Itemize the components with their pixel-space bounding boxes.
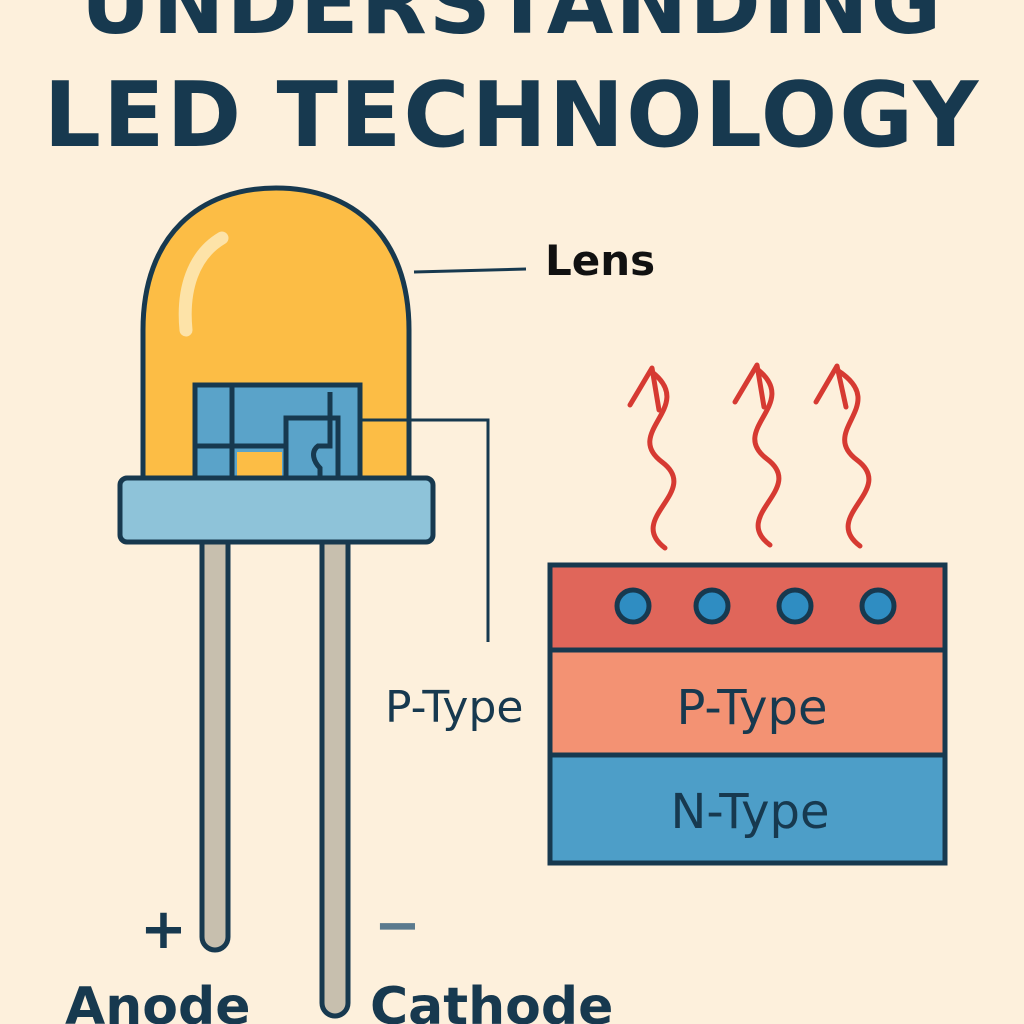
- emission-arrowhead-1-icon: [627, 365, 662, 413]
- carrier-dot: [693, 587, 731, 625]
- led-component: [117, 185, 436, 1019]
- anode-lead: [199, 517, 231, 953]
- carrier-dot: [859, 587, 897, 625]
- emission-arrowhead-2-icon: [732, 362, 767, 410]
- lens-label: Lens: [545, 236, 655, 285]
- cathode-sign: −: [374, 893, 421, 958]
- carrier-dot: [776, 587, 814, 625]
- lens-highlight: [178, 231, 229, 337]
- p-type-callout-label: P-Type: [385, 682, 523, 733]
- junction-n-layer: [547, 752, 948, 866]
- emission-wave-3-icon: [834, 367, 872, 549]
- anode-label: Anode: [65, 977, 250, 1024]
- emission-wave-2-icon: [752, 366, 782, 548]
- title-line-2: LED TECHNOLOGY: [43, 63, 981, 168]
- emission-wave-1-icon: [647, 369, 677, 551]
- n-layer-label: N-Type: [670, 784, 829, 840]
- cathode-lead: [319, 517, 351, 1019]
- title-line-1: UNDERSTANDING: [80, 0, 944, 54]
- led-chip: [192, 382, 363, 486]
- lens-callout-line: [413, 267, 527, 274]
- pn-junction: P-Type N-Type: [547, 562, 948, 866]
- anode-sign: +: [140, 897, 187, 962]
- cathode-label: Cathode: [370, 977, 613, 1024]
- carrier-dot: [614, 587, 652, 625]
- p-layer-label: P-Type: [676, 680, 827, 736]
- light-emission-waves: [627, 362, 872, 551]
- emission-arrowhead-3-icon: [813, 363, 849, 410]
- p-type-callout-line: [362, 418, 490, 642]
- led-base: [117, 475, 436, 545]
